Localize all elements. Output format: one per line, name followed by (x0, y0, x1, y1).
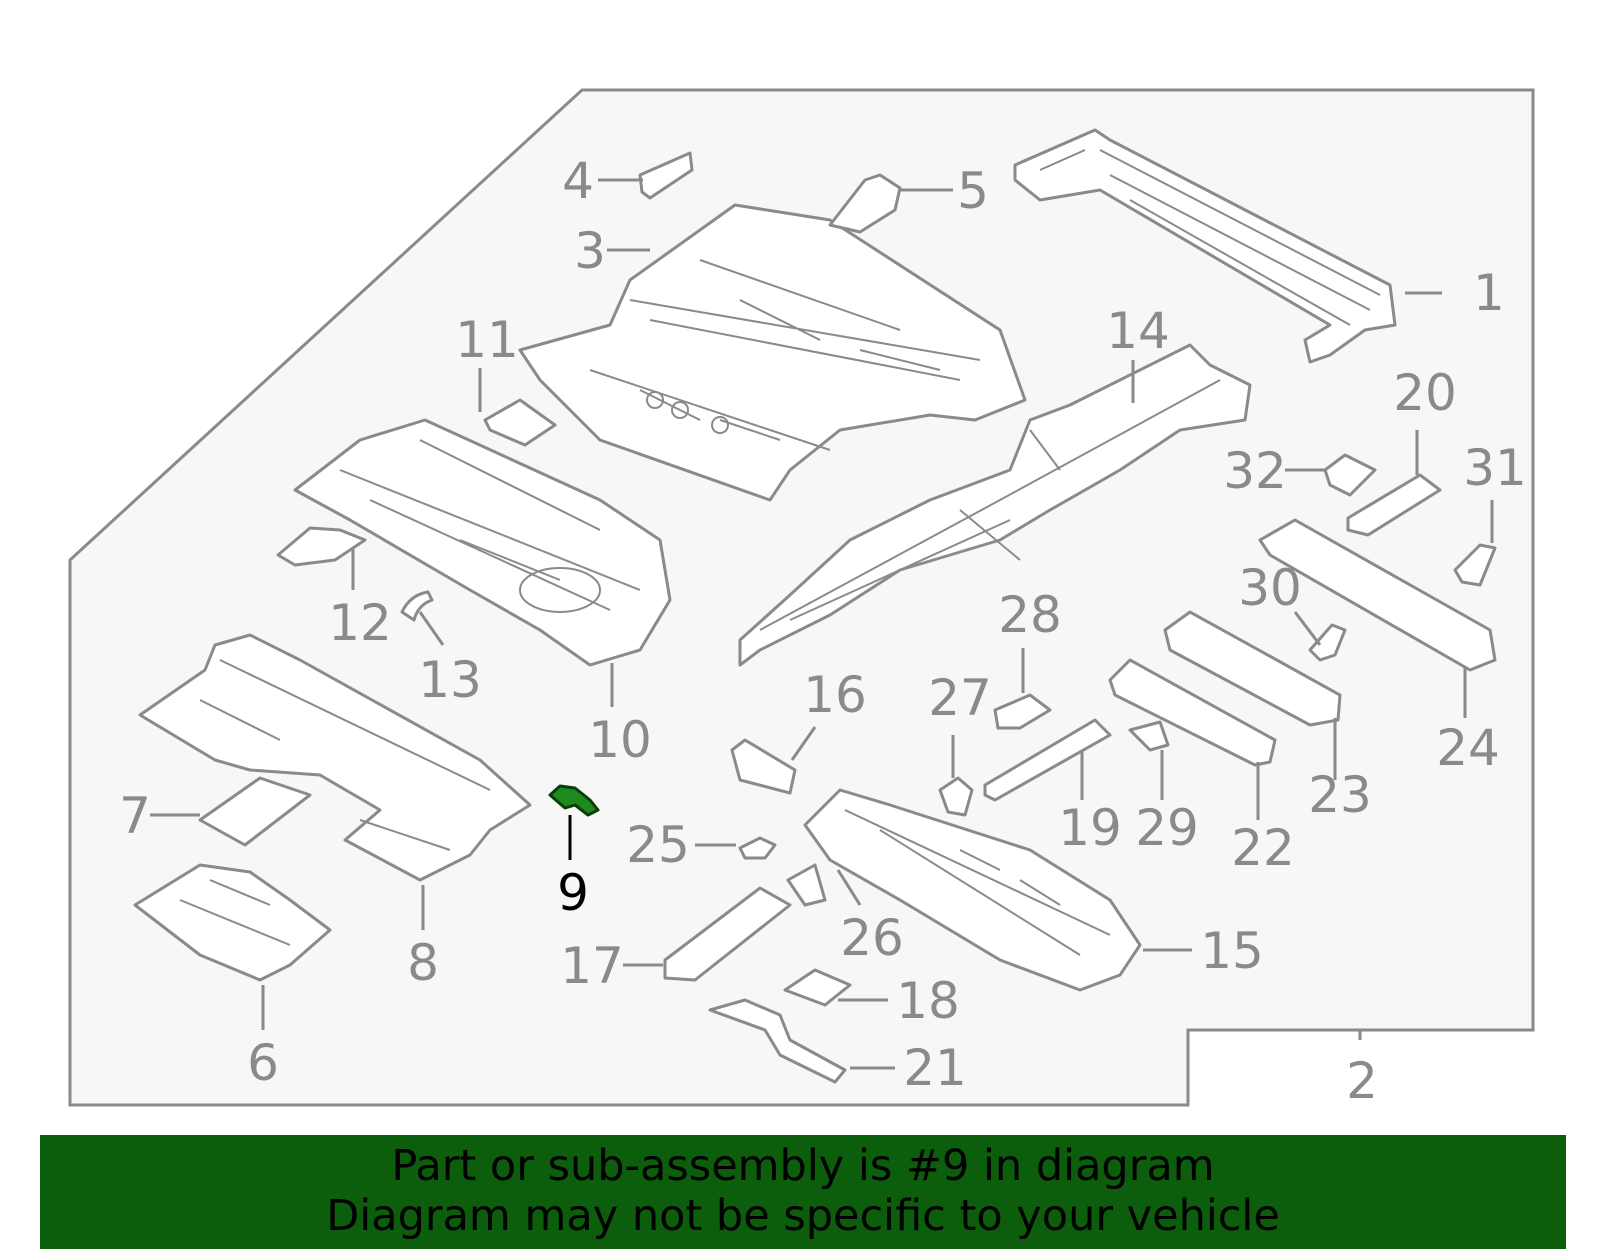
part-9-drawing (548, 784, 600, 817)
banner-line-2: Diagram may not be specific to your vehi… (326, 1191, 1280, 1241)
part-5-drawing (828, 173, 902, 234)
callout-labels: 1 2 3 4 5 6 7 8 9 10 11 12 13 14 15 16 1… (119, 152, 1527, 1110)
callout-32[interactable]: 32 (1223, 442, 1287, 500)
callout-11[interactable]: 11 (455, 311, 519, 369)
part-7-drawing (198, 776, 312, 847)
callout-1[interactable]: 1 (1473, 264, 1505, 322)
callout-16[interactable]: 16 (803, 666, 867, 724)
part-30-drawing (1308, 623, 1347, 662)
part-20-drawing (1346, 473, 1442, 537)
callout-21[interactable]: 21 (903, 1039, 967, 1097)
part-19-drawing (983, 718, 1112, 802)
callout-20[interactable]: 20 (1393, 364, 1457, 422)
callout-7[interactable]: 7 (119, 787, 151, 845)
part-3-drawing (518, 203, 1027, 502)
part-32-drawing (1323, 453, 1377, 497)
part-11-drawing (483, 398, 557, 447)
callout-31[interactable]: 31 (1463, 439, 1527, 497)
callout-26[interactable]: 26 (840, 909, 904, 967)
part-17-drawing (663, 886, 792, 982)
part-12-drawing (276, 526, 367, 567)
banner-line-1: Part or sub-assembly is #9 in diagram (391, 1141, 1215, 1191)
callout-18[interactable]: 18 (896, 972, 960, 1030)
callout-23[interactable]: 23 (1308, 766, 1372, 824)
part-6-drawing (133, 863, 332, 982)
part-4-drawing (638, 151, 694, 200)
part-28-drawing (993, 693, 1052, 730)
part-15-drawing (803, 788, 1142, 992)
part-22-drawing (1108, 658, 1277, 767)
callout-9[interactable]: 9 (557, 864, 589, 922)
part-8-drawing (138, 633, 532, 882)
part-21-drawing (708, 998, 847, 1084)
info-banner: Part or sub-assembly is #9 in diagram Di… (40, 1135, 1566, 1249)
callout-14[interactable]: 14 (1106, 302, 1170, 360)
callout-19[interactable]: 19 (1058, 799, 1122, 857)
callout-25[interactable]: 25 (626, 816, 690, 874)
part-23-drawing (1163, 610, 1342, 727)
callout-13[interactable]: 13 (418, 651, 482, 709)
part-26-drawing (786, 863, 827, 907)
callout-8[interactable]: 8 (407, 934, 439, 992)
part-14-drawing (738, 343, 1252, 667)
part-13-drawing (400, 590, 434, 622)
part-10-drawing (293, 418, 672, 667)
part-1-drawing (1013, 128, 1397, 364)
callout-5[interactable]: 5 (957, 162, 989, 220)
callout-22[interactable]: 22 (1231, 819, 1295, 877)
leader-lines (150, 178, 1494, 1070)
callout-4[interactable]: 4 (562, 152, 594, 210)
part-31-drawing (1453, 543, 1497, 587)
part-24-drawing (1258, 518, 1497, 672)
part-18-drawing (783, 968, 852, 1007)
callout-17[interactable]: 17 (560, 937, 624, 995)
callout-29[interactable]: 29 (1135, 799, 1199, 857)
callout-27[interactable]: 27 (928, 669, 992, 727)
callout-2[interactable]: 2 (1346, 1052, 1378, 1110)
callout-28[interactable]: 28 (998, 586, 1062, 644)
callout-15[interactable]: 15 (1200, 922, 1264, 980)
callout-12[interactable]: 12 (328, 594, 392, 652)
part-25-drawing (738, 836, 777, 860)
part-29-drawing (1128, 720, 1170, 752)
callout-30[interactable]: 30 (1238, 559, 1302, 617)
callout-3[interactable]: 3 (574, 222, 606, 280)
part-16-drawing (730, 738, 797, 795)
part-27-drawing (938, 776, 974, 817)
callout-10[interactable]: 10 (588, 711, 652, 769)
callout-24[interactable]: 24 (1436, 719, 1500, 777)
callout-6[interactable]: 6 (247, 1034, 279, 1092)
